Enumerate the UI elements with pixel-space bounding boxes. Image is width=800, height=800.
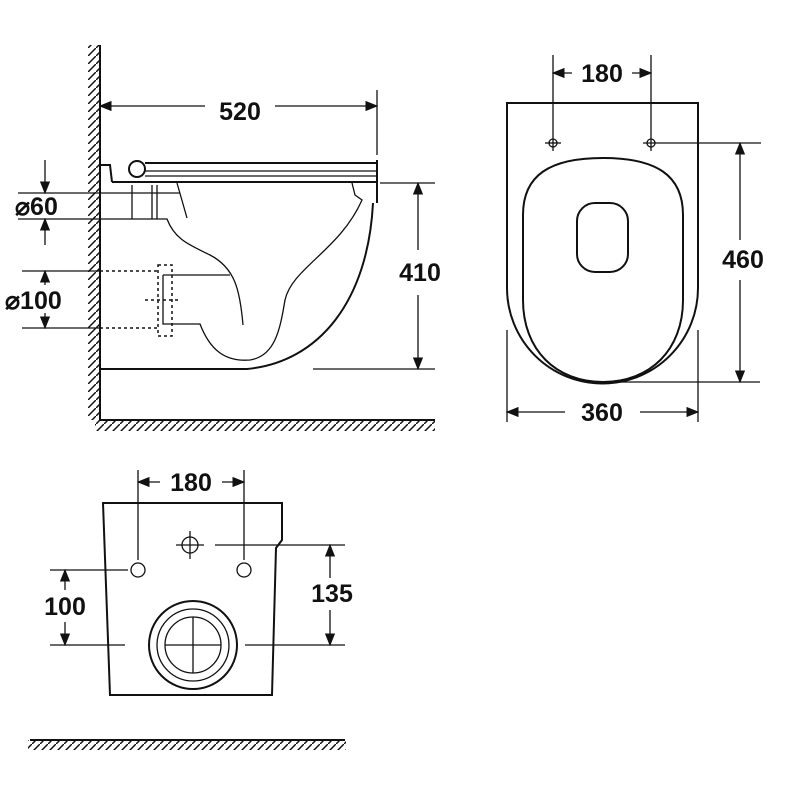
dim-label: 180 — [170, 469, 212, 497]
toilet-seat — [100, 160, 378, 203]
dim-180-back: 180 — [136, 469, 246, 560]
dim-360: 360 — [505, 330, 700, 427]
dim-520: 520 — [98, 90, 379, 155]
floor-hatch — [95, 420, 435, 431]
dim-label: 410 — [399, 259, 441, 287]
dim-label: 100 — [44, 593, 86, 621]
mount-holes — [545, 135, 761, 151]
dim-label: ⌀100 — [5, 287, 62, 315]
dim-label: 135 — [311, 580, 353, 608]
dim-180-top: 180 — [551, 55, 653, 135]
bowl-outline — [506, 102, 699, 385]
seat-outline — [522, 156, 684, 384]
floor-hatch-back — [28, 740, 346, 750]
dim-label: 180 — [581, 60, 623, 88]
dim-label: 520 — [219, 98, 261, 126]
wall-hatch — [88, 45, 100, 420]
top-view: 180 460 360 — [505, 55, 764, 427]
dim-100-back: 100 — [44, 568, 128, 647]
dim-135: 135 — [215, 543, 353, 647]
side-view: 520 410 ⌀60 ⌀100 — [5, 45, 441, 431]
dim-label: ⌀60 — [15, 193, 58, 221]
toilet-bowl — [100, 182, 374, 370]
dim-label: 460 — [722, 246, 764, 274]
back-view: 180 100 135 — [28, 469, 353, 750]
lid-opening — [576, 202, 629, 273]
mount-hole-left — [130, 562, 146, 578]
hinge — [128, 160, 146, 178]
dim-pipe-100: ⌀100 — [5, 269, 100, 330]
dim-label: 360 — [581, 399, 623, 427]
dim-pipe-60: ⌀60 — [15, 160, 100, 245]
inlet-hole — [176, 531, 204, 559]
dim-460: 460 — [698, 141, 764, 384]
back-outline — [101, 502, 283, 696]
outlet — [148, 600, 238, 690]
mount-hole-right — [236, 562, 252, 578]
dim-410: 410 — [313, 181, 441, 371]
